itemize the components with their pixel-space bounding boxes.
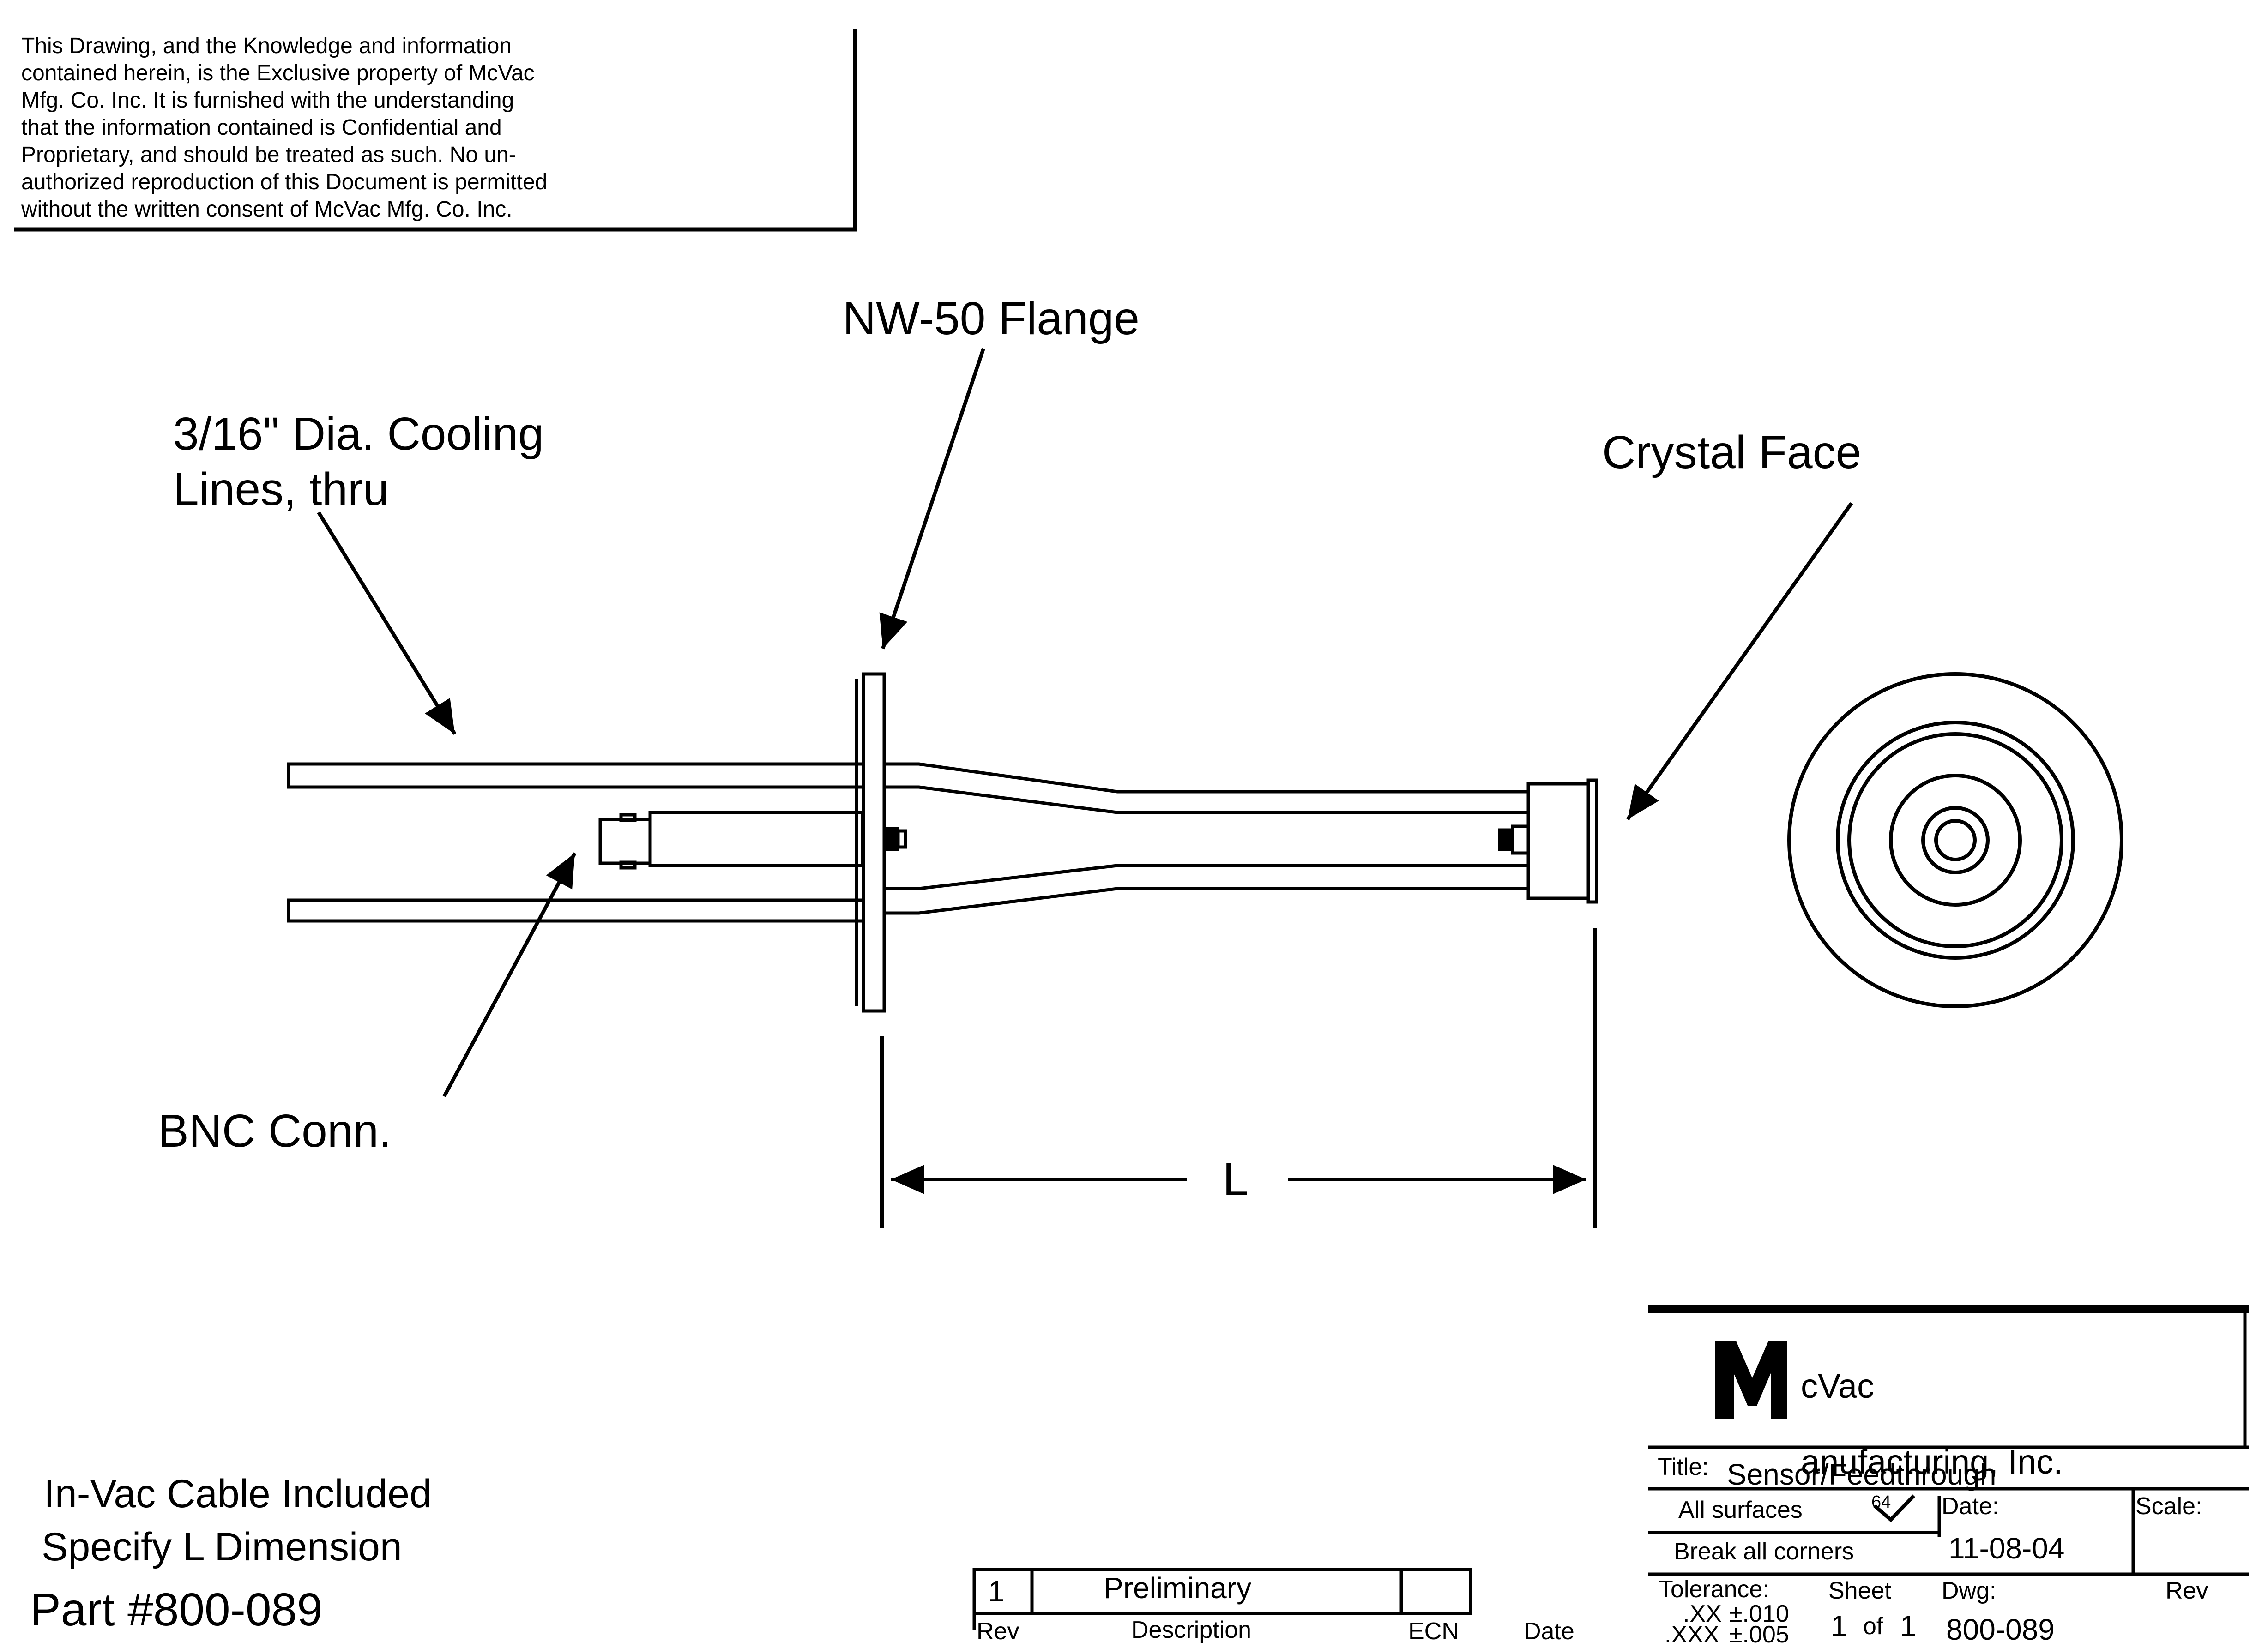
dimension-l: [880, 928, 1597, 1228]
sensor-tube: [884, 762, 1528, 915]
revision-table-grid: [972, 1568, 1472, 1630]
scale-label: Scale:: [2135, 1493, 2202, 1520]
revision-header-ecn: ECN: [1408, 1618, 1459, 1645]
dimension-label-l: L: [1223, 1154, 1249, 1205]
bnc-connector: [598, 811, 864, 870]
title-label: Title:: [1658, 1454, 1709, 1480]
sheet-number: 1: [1831, 1609, 1847, 1642]
crystal-face-end-view: [1787, 672, 2123, 1008]
tolerance-xxx-value: ±.005: [1729, 1621, 1789, 1648]
dwg-label: Dwg:: [1942, 1577, 1997, 1604]
note-specify-l: Specify L Dimension: [42, 1525, 402, 1569]
company-name-line1: cVac: [1801, 1367, 1875, 1405]
proprietary-notice: This Drawing, and the Knowledge and info…: [21, 34, 548, 222]
cooling-lines: [287, 762, 863, 923]
callout-crystal-face: Crystal Face: [1602, 427, 1862, 478]
tolerance-xxx: .XXX: [1665, 1621, 1719, 1648]
logo-m-shape: [1715, 1341, 1787, 1419]
sheet-label: Sheet: [1828, 1577, 1891, 1604]
surface-finish-value: 64: [1871, 1492, 1891, 1512]
revision-row-description: Preliminary: [1104, 1571, 1252, 1605]
sheet-total: 1: [1900, 1609, 1917, 1642]
callout-cooling-lines: 3/16" Dia. Cooling Lines, thru: [173, 408, 544, 515]
title-value: Sensor/Feedthrough: [1727, 1458, 1997, 1491]
rev-label: Rev: [2165, 1577, 2208, 1604]
callout-bnc-connector: BNC Conn.: [158, 1105, 392, 1157]
date-value: 11-08-04: [1948, 1532, 2065, 1565]
notice-border: [14, 29, 857, 232]
revision-header-description: Description: [1131, 1617, 1252, 1643]
tolerance-xx: .XX: [1683, 1600, 1722, 1627]
sensor-head: [1498, 778, 1598, 904]
sheet-of: of: [1863, 1613, 1883, 1640]
break-corners-label: Break all corners: [1674, 1538, 1854, 1565]
nw50-flange: [855, 672, 907, 1013]
revision-row-rev: 1: [988, 1575, 1005, 1608]
tolerance-xx-value: ±.010: [1729, 1600, 1789, 1627]
part-number: Part #800-089: [30, 1584, 323, 1636]
date-label: Date:: [1942, 1493, 1999, 1520]
revision-header-date: Date: [1524, 1618, 1574, 1645]
all-surfaces-label: All surfaces: [1678, 1497, 1803, 1523]
note-cable-included: In-Vac Cable Included: [44, 1472, 432, 1516]
revision-header-rev: Rev: [977, 1618, 1019, 1645]
company-name-line2: anufacturing, Inc.: [1801, 1443, 2063, 1481]
tolerance-label: Tolerance:: [1659, 1576, 1769, 1603]
leader-arrows: [317, 348, 1853, 1097]
dwg-value: 800-089: [1946, 1613, 2055, 1646]
title-block-grid: [1648, 1305, 2249, 1576]
company-name: cVac anufacturing, Inc.: [1801, 1329, 2063, 1519]
callout-nw50-flange: NW-50 Flange: [843, 293, 1140, 344]
